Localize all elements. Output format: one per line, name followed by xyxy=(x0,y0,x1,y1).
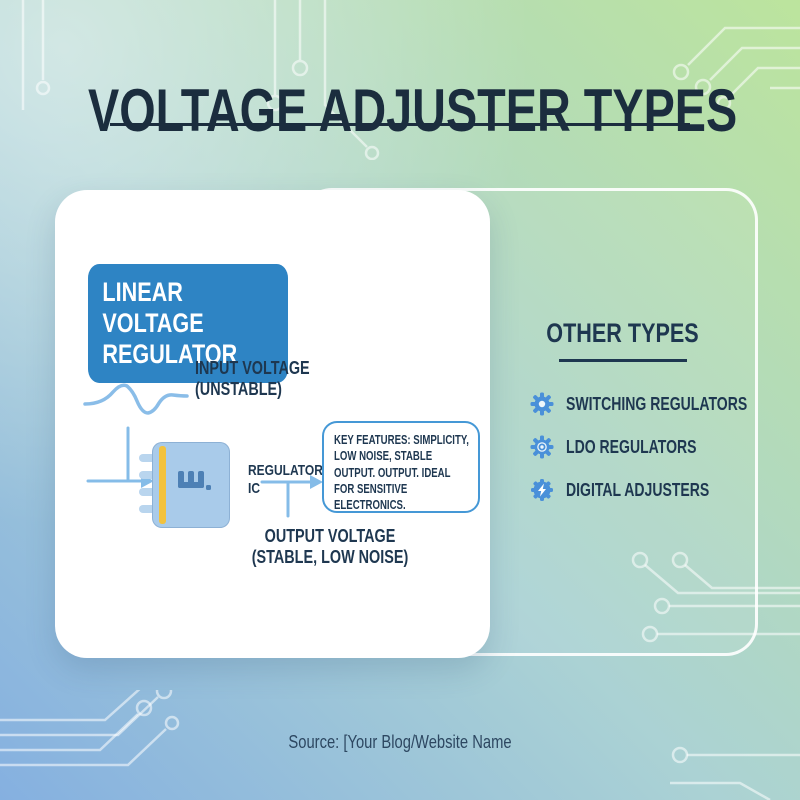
chip-stripe xyxy=(159,446,166,524)
circuit-trace-decoration-left-edge xyxy=(21,0,51,110)
other-types-list: SWITCHING REGULATORS xyxy=(530,391,798,520)
key-features-callout: KEY FEATURES: SIMPLICITY, LOW NOISE, STA… xyxy=(322,421,480,513)
list-item-label: DIGITAL ADJUSTERS xyxy=(566,479,710,500)
source-attribution: Source: [Your Blog/Website Name xyxy=(288,732,512,752)
list-item: SWITCHING REGULATORS xyxy=(530,391,798,417)
regulator-symbol-icon xyxy=(178,471,211,490)
input-voltage-label: INPUT VOLTAGE (UNSTABLE) xyxy=(195,358,310,400)
regulator-ic-line2: IC xyxy=(248,479,260,497)
linear-regulator-card: LINEAR VOLTAGE REGULATOR INPUT VOLTAGE (… xyxy=(55,190,490,658)
regulator-ic-line1: REGULATOR xyxy=(248,462,323,479)
title-underline xyxy=(110,123,690,126)
output-voltage-line1: OUTPUT VOLTAGE xyxy=(264,526,396,546)
chip-pin xyxy=(139,505,156,513)
circuit-trace-decoration-bottom-right xyxy=(670,746,800,800)
gear-bolt-icon xyxy=(531,479,553,501)
list-item-label: LDO REGULATORS xyxy=(566,436,697,457)
key-features-text: KEY FEATURES: SIMPLICITY, LOW NOISE, STA… xyxy=(334,432,469,512)
other-types-content: OTHER TYPES xyxy=(490,191,755,653)
chip-pin xyxy=(139,471,156,479)
gear-outline-icon xyxy=(530,435,554,459)
other-types-heading: OTHER TYPES xyxy=(546,318,699,348)
regulator-ic-chip xyxy=(139,442,230,528)
output-voltage-label: OUTPUT VOLTAGE (STABLE, LOW NOISE) xyxy=(234,526,426,568)
other-types-underline xyxy=(558,359,687,362)
list-item: DIGITAL ADJUSTERS xyxy=(530,477,798,503)
linear-voltage-regulator-badge: LINEAR VOLTAGE REGULATOR xyxy=(88,264,288,384)
regulator-ic-label: REGULATOR IC xyxy=(248,462,323,497)
output-voltage-line2: (STABLE, LOW NOISE) xyxy=(251,547,409,568)
chip-pin xyxy=(139,488,156,496)
chip-pin xyxy=(139,454,156,462)
gear-icon xyxy=(530,392,554,416)
page-title: VOLTAGE ADJUSTER TYPES xyxy=(88,77,738,145)
unstable-waveform xyxy=(83,383,189,415)
input-voltage-line1: INPUT VOLTAGE xyxy=(195,358,310,378)
list-item: LDO REGULATORS xyxy=(530,434,798,460)
list-item-label: SWITCHING REGULATORS xyxy=(566,393,748,414)
input-voltage-line2: (UNSTABLE) xyxy=(195,379,282,400)
